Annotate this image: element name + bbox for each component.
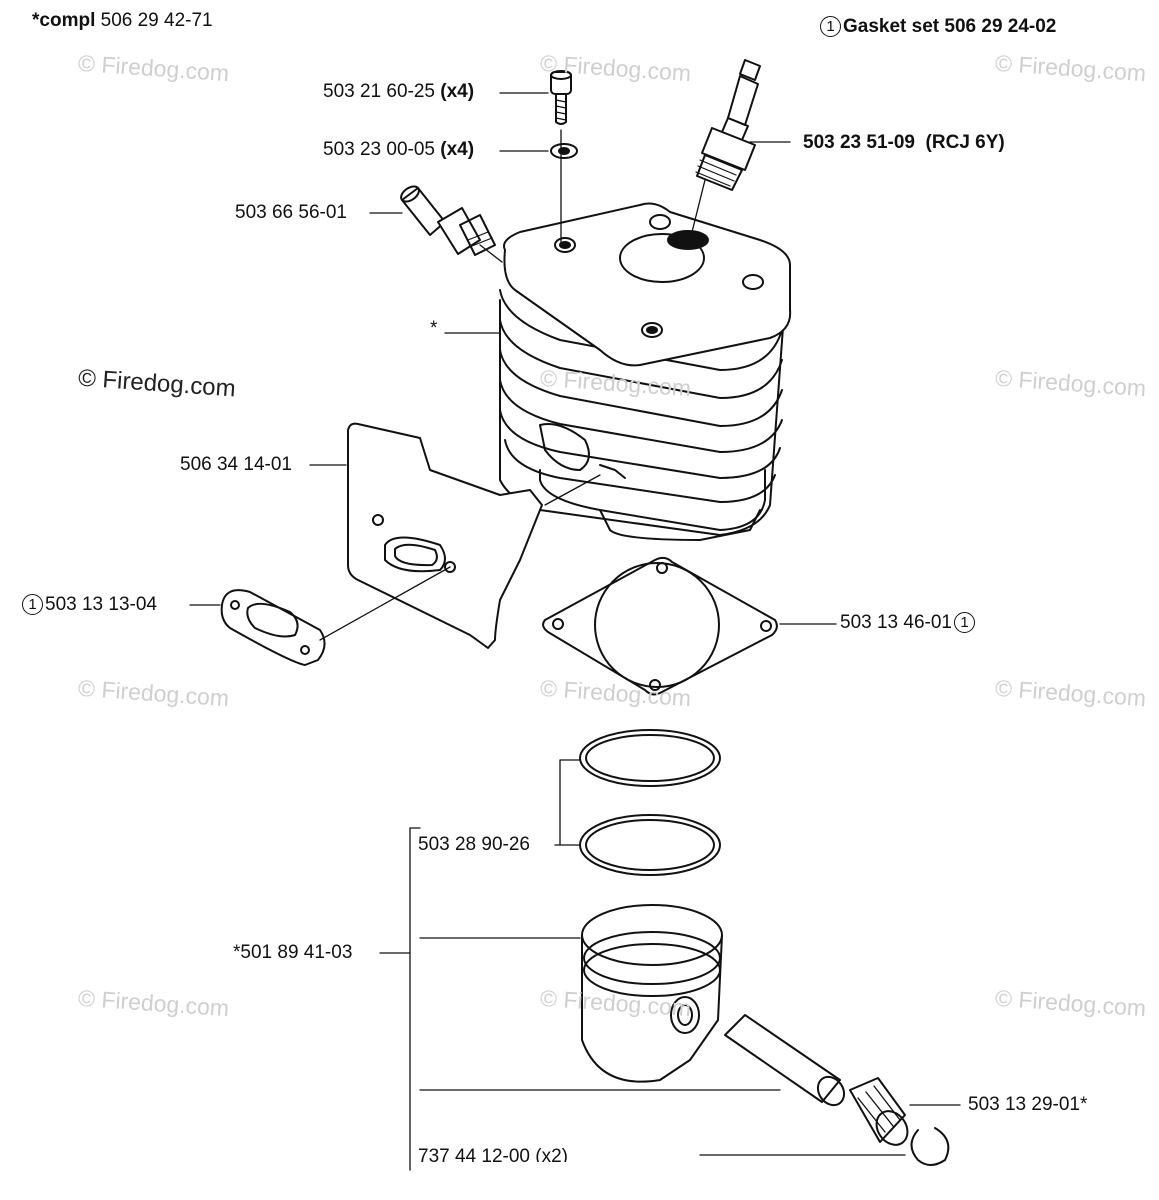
decomp-valve-drawing: [400, 185, 496, 256]
part-label-heat-shield: 506 34 14-01: [180, 454, 292, 475]
base-gasket-drawing: [542, 556, 778, 696]
part-label-piston: *501 89 41-03: [233, 942, 353, 963]
piston-drawing: [581, 904, 723, 1083]
part-number: 503 21 60-25: [323, 81, 435, 102]
part-label-spark-plug: 503 23 51-09 (RCJ 6Y): [803, 132, 1005, 153]
washer-drawing: [550, 143, 578, 159]
part-qty: (x4): [440, 139, 475, 160]
base-gasket-circle: 1: [954, 612, 975, 633]
cylinder-marker: *: [430, 318, 438, 339]
retainer-label-clip: 737 44 12-00 (x2): [418, 1142, 568, 1162]
part-number: 503 23 00-05: [323, 139, 435, 160]
needle-bearing-drawing: [849, 1077, 909, 1146]
compl-label: *compl 506 29 42-71: [32, 10, 213, 32]
part-label-decomp-valve: 503 66 56-01: [235, 202, 347, 223]
gasket-set-circle: 1: [820, 16, 841, 37]
part-label-needle-bearing: 503 13 29-01*: [968, 1094, 1088, 1115]
part-label-retainer: 737 44 12-00 (x2): [418, 1146, 568, 1162]
compl-prefix: *compl: [32, 10, 96, 31]
piston-pin-drawing: [724, 1014, 846, 1107]
small-gasket-drawing: [220, 589, 326, 666]
part-number: 503 13 13-04: [45, 594, 157, 615]
cylinder-drawing: [499, 202, 792, 541]
compl-number: 506 29 42-71: [100, 10, 213, 31]
piston-rings-drawing: [579, 729, 721, 876]
gasket-set-text: Gasket set 506 29 24-02: [843, 16, 1057, 37]
part-label-screw: 503 21 60-25 (x4): [323, 81, 474, 103]
part-label-piston-rings: 503 28 90-26: [418, 834, 530, 855]
part-number: 503 13 46-01: [840, 612, 952, 633]
heat-shield-drawing: [347, 422, 543, 649]
circlip-drawing: [910, 1127, 950, 1166]
small-gasket-circle: 1: [22, 594, 43, 615]
leader-lines: [189, 92, 961, 1171]
screw-drawing: [550, 70, 572, 125]
part-label-washer: 503 23 00-05 (x4): [323, 139, 474, 161]
part-qty: (x4): [440, 81, 475, 102]
spark-plug-drawing: [695, 59, 761, 191]
